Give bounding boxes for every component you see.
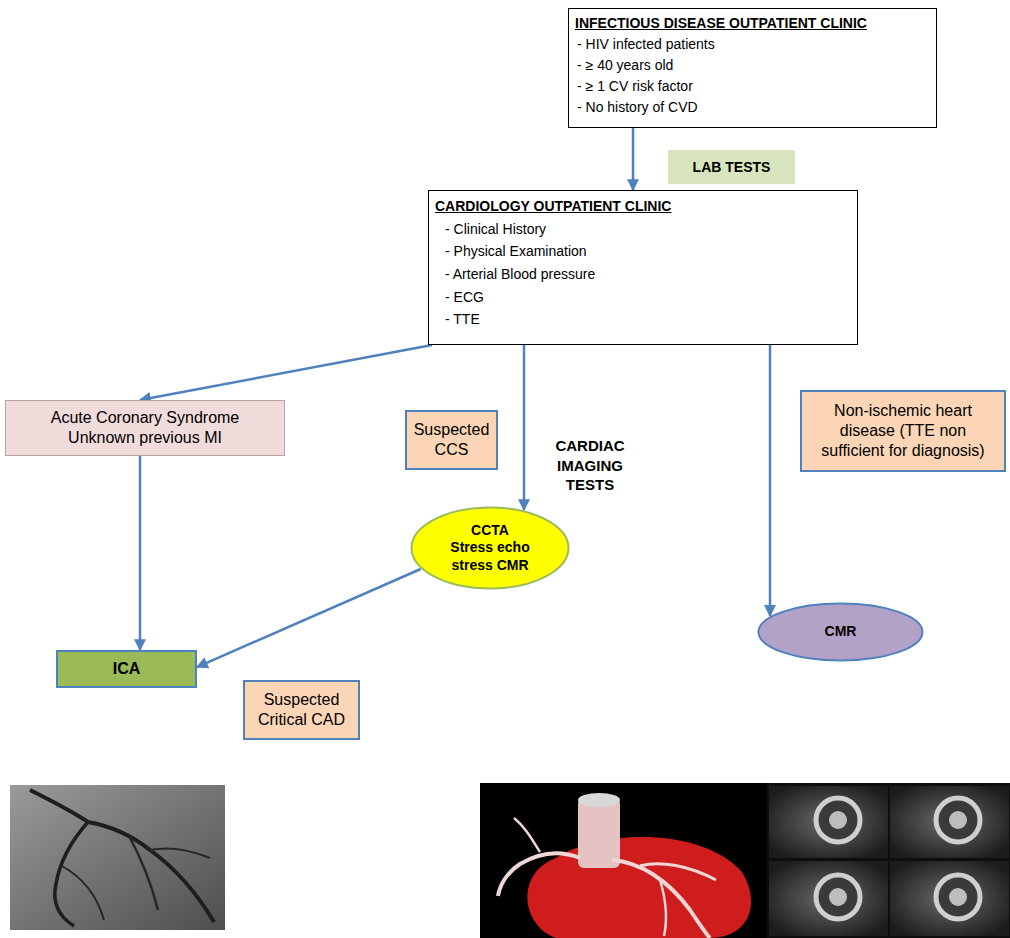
ellipse-shape	[759, 604, 923, 661]
node-text: Unknown previous MI	[68, 428, 222, 448]
mri-frame	[767, 783, 1010, 938]
coronary-vessel	[660, 880, 666, 936]
list-item: - Clinical History	[435, 218, 851, 241]
condition-box: Suspected CCS	[405, 410, 498, 470]
list-item: - No history of CVD	[575, 97, 930, 118]
aorta-top	[578, 793, 620, 807]
flow-arrow	[523, 345, 526, 510]
node-text: CMR	[781, 623, 901, 641]
list-item: - ECG	[435, 286, 851, 309]
ellipse-shape	[412, 508, 569, 589]
vessel	[62, 866, 104, 920]
list-item: - HIV infected patients	[575, 34, 930, 55]
coronary-vessel	[640, 864, 716, 880]
flow-arrow	[140, 345, 432, 400]
flow-arrow	[139, 456, 142, 650]
mri-panel	[769, 786, 888, 858]
node-text: ICA	[113, 659, 141, 679]
coronary-vessel	[498, 853, 580, 896]
ventricle-ring	[816, 875, 860, 919]
mri-image	[767, 783, 1010, 938]
ventricle-ring	[936, 798, 980, 842]
vessel	[55, 822, 88, 926]
flow-arrow	[632, 128, 635, 190]
mri-panel	[890, 861, 1009, 936]
coronary-vessel	[514, 818, 540, 852]
edge-label: LAB TESTS	[668, 150, 795, 184]
node-text: Suspected Critical CAD	[251, 690, 352, 730]
imaging-ellipse: CCTA Stress echo stress CMR	[410, 506, 570, 590]
ventricle-core	[949, 888, 967, 906]
ct-frame	[480, 783, 767, 938]
list-item: - ≥ 1 CV risk factor	[575, 76, 930, 97]
aorta-shape	[578, 798, 620, 868]
ventricle-ring	[936, 875, 980, 919]
list-item: - Physical Examination	[435, 240, 851, 263]
node-text: Acute Coronary Syndrome	[51, 408, 240, 428]
mri-panel	[890, 786, 1009, 858]
mri-panel	[769, 861, 888, 936]
ventricle-core	[829, 811, 847, 829]
ventricle-core	[829, 888, 847, 906]
angiogram-frame	[10, 785, 225, 930]
syndrome-box: Acute Coronary SyndromeUnknown previous …	[5, 400, 285, 456]
ventricle-ring	[816, 798, 860, 842]
vessel	[128, 834, 158, 910]
node-text: Non-ischemic heart disease (TTE non suff…	[808, 401, 998, 461]
condition-box: Suspected Critical CAD	[243, 680, 360, 740]
ventricle-core	[949, 811, 967, 829]
section-label: CARDIAC IMAGING TESTS	[545, 436, 635, 495]
node-text: Suspected CCS	[413, 420, 490, 460]
clinic-box: CARDIOLOGY OUTPATIENT CLINIC- Clinical H…	[428, 190, 858, 345]
list-item: - ≥ 40 years old	[575, 55, 930, 76]
box-heading: INFECTIOUS DISEASE OUTPATIENT CLINIC	[575, 13, 930, 34]
angiogram-image	[10, 785, 225, 930]
ct-render-image	[480, 783, 767, 938]
ica-box: ICA	[56, 650, 197, 688]
catheter	[30, 790, 88, 822]
flow-arrow	[197, 569, 421, 667]
box-heading: CARDIOLOGY OUTPATIENT CLINIC	[435, 195, 851, 218]
list-item: - TTE	[435, 308, 851, 331]
flow-arrow	[769, 345, 772, 616]
node-text: CCTA Stress echo stress CMR	[448, 522, 532, 575]
cmr-ellipse: CMR	[757, 602, 924, 662]
list-item: - Arterial Blood pressure	[435, 263, 851, 286]
condition-box: Non-ischemic heart disease (TTE non suff…	[800, 390, 1006, 472]
vessel	[150, 848, 210, 858]
vessel	[88, 822, 214, 922]
inclusion-box: INFECTIOUS DISEASE OUTPATIENT CLINIC- HI…	[568, 8, 937, 128]
